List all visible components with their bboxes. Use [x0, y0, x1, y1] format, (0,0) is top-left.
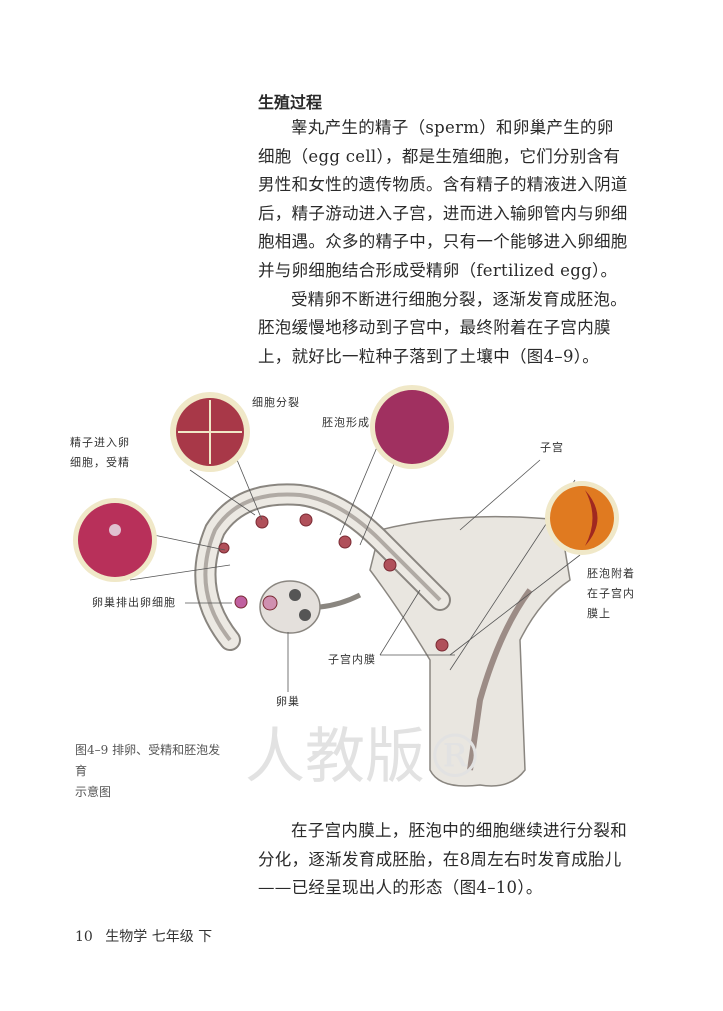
figure-caption: 图4–9 排卵、受精和胚泡发育示意图	[75, 743, 221, 799]
body-text-top: 睾丸产生的精子（sperm）和卵巢产生的卵细胞（egg cell），都是生殖细胞…	[258, 114, 628, 371]
cell-division-circle	[170, 392, 250, 472]
body-text-bottom: 在子宫内膜上，胚泡中的细胞继续进行分裂和分化，逐渐发育成胚胎，在8周左右时发育成…	[258, 817, 628, 903]
paragraph: 在子宫内膜上，胚泡中的细胞继续进行分裂和分化，逐渐发育成胚胎，在8周左右时发育成…	[258, 821, 627, 898]
watermark: 人教版®	[245, 722, 485, 792]
uterine-cavity	[467, 588, 533, 771]
cell-path	[218, 513, 449, 652]
label-blastocyst-formed: 胚泡形成	[322, 416, 370, 429]
paragraph: 受精卵不断进行细胞分裂，逐渐发育成胚泡。胚泡缓慢地移动到子宫中，最终附着在子宫内…	[258, 289, 627, 366]
label-ovulation: 卵巢排出卵细胞	[92, 596, 176, 609]
zygote-circle	[73, 498, 157, 582]
page-number: 10	[75, 929, 93, 945]
reproduction-diagram	[73, 385, 619, 787]
book-title: 生物学 七年级 下	[105, 929, 213, 945]
label-ovary: 卵巢	[276, 695, 300, 708]
section-title: 生殖过程	[258, 93, 323, 112]
label-fertilization: 精子进入卵细胞，受精	[70, 436, 130, 469]
figure-4-9: 细胞分裂 胚泡形成 精子进入卵细胞，受精 子宫 胚泡附着在子宫内膜上 卵巢排出卵…	[0, 370, 723, 800]
label-implantation: 胚泡附着在子宫内膜上	[587, 567, 635, 620]
label-cell-division: 细胞分裂	[252, 396, 300, 409]
paragraph: 睾丸产生的精子（sperm）和卵巢产生的卵细胞（egg cell），都是生殖细胞…	[258, 118, 628, 280]
label-uterus: 子宫	[540, 441, 564, 454]
implanted-blastocyst-circle	[545, 481, 619, 555]
blastocyst-circle	[370, 385, 454, 469]
page-footer: 10 生物学 七年级 下	[75, 926, 220, 946]
label-endometrium: 子宫内膜	[328, 653, 376, 666]
